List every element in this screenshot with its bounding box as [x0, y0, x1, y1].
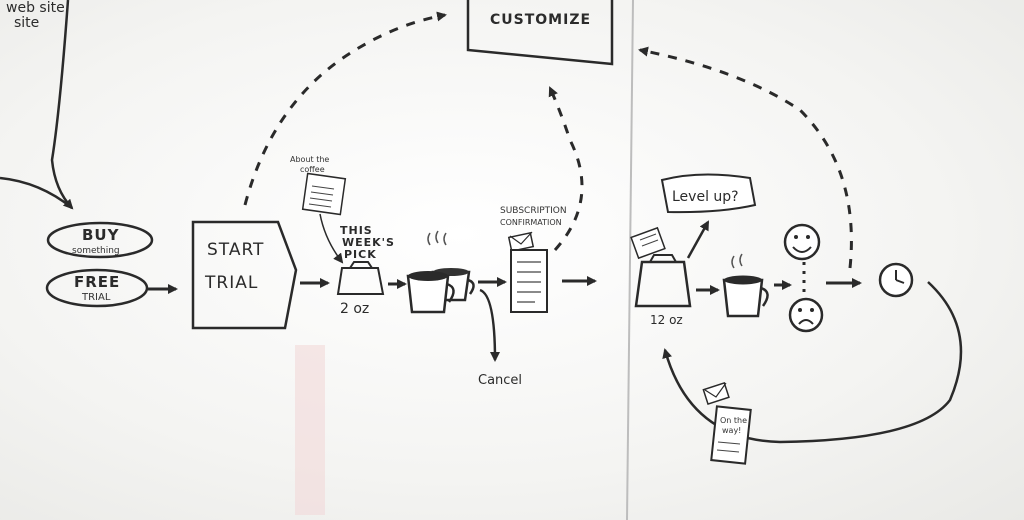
coffee-cup-icon: [722, 253, 769, 318]
free-label: FREE: [74, 273, 120, 291]
arrow-bag-to-levelup: [686, 220, 710, 259]
buy-sub-label: something: [72, 246, 120, 256]
dashed-arrow-from-confirmation: [548, 86, 584, 252]
happy-face-icon: [783, 223, 821, 261]
start-label: START: [207, 240, 264, 260]
level-up-bubble: Level up?: [660, 173, 757, 214]
dashed-arrow-to-customize: [243, 11, 447, 206]
pick-label-2: WEEK'S: [342, 236, 395, 249]
buy-label: BUY: [82, 226, 120, 244]
customize-box: CUSTOMIZE: [466, 0, 614, 66]
this-weeks-pick: THIS WEEK'S PICK 2 oz: [336, 224, 395, 317]
about-coffee-note: About the coffee: [290, 155, 347, 264]
about-note-line-2: coffee: [300, 165, 325, 174]
web-entry-arrow: [50, 0, 74, 210]
sad-face-icon: [788, 297, 824, 333]
dashed-arrow-from-clock: [638, 46, 853, 269]
cancel-label: Cancel: [478, 373, 522, 388]
on-the-way-note: On the way!: [702, 381, 752, 465]
eraser-smudge: [295, 345, 325, 515]
free-sub-label: TRIAL: [81, 292, 111, 303]
sub-conf-label-1: SUBSCRIPTION: [500, 206, 567, 216]
subscription-confirmation: SUBSCRIPTION CONFIRMATION: [500, 206, 567, 313]
level-up-label: Level up?: [672, 189, 739, 205]
left-entry-arrow: [0, 176, 73, 209]
on-the-way-label-1: On the: [720, 416, 747, 425]
board-divider: [626, 0, 634, 520]
arrow-cups-to-cancel: [479, 288, 500, 362]
envelope-icon: [507, 231, 535, 253]
loop-back-arrow: [662, 281, 963, 444]
about-note-line-1: About the: [290, 155, 329, 164]
web-site-label: web site: [6, 0, 65, 16]
coffee-cups-icon: [406, 230, 475, 314]
web-site-label-2: site: [14, 15, 39, 31]
customize-label: CUSTOMIZE: [490, 12, 591, 28]
start-trial-box: START TRIAL: [191, 220, 298, 330]
pick-label-1: THIS: [340, 224, 373, 237]
sub-conf-label-2: CONFIRMATION: [500, 218, 562, 227]
on-the-way-label-2: way!: [722, 426, 741, 435]
clock-icon: [878, 262, 914, 298]
free-trial-oval: FREE TRIAL: [45, 268, 149, 308]
twelve-oz-label: 12 oz: [650, 313, 683, 327]
two-oz-label: 2 oz: [340, 301, 369, 317]
pick-label-3: PICK: [344, 248, 377, 261]
small-bag-icon: [336, 267, 385, 295]
large-bag-12oz: 12 oz: [630, 226, 692, 327]
buy-something-oval: BUY something: [46, 221, 154, 259]
trial-label: TRIAL: [204, 273, 258, 293]
